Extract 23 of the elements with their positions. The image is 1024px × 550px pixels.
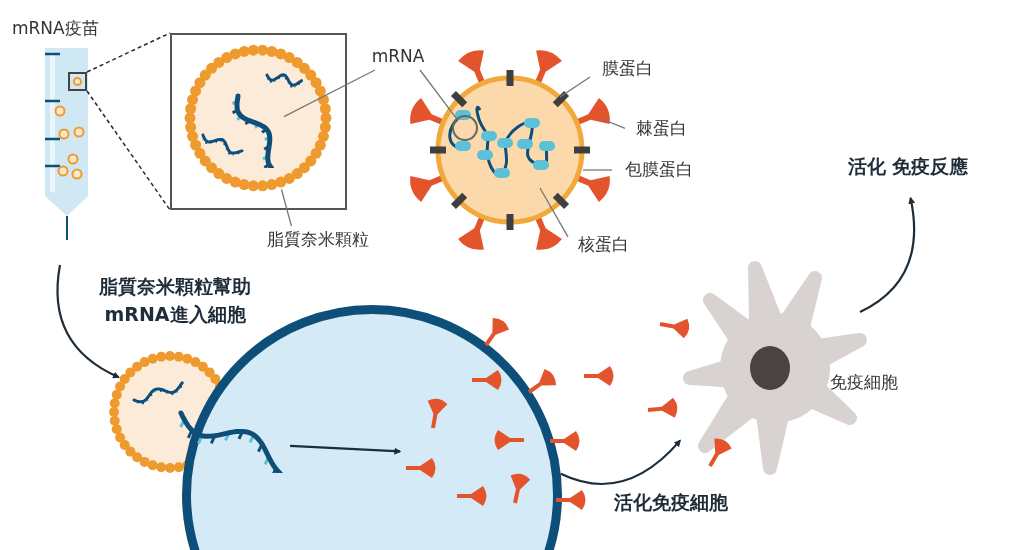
leader-line [601,118,626,130]
step-caption: 活化 免疫反應 [847,154,969,180]
part-label: 核蛋白 [577,233,629,257]
arrow [56,264,120,379]
part-label: mRNA [371,45,425,69]
arrow [289,444,402,455]
zoom-line [86,32,171,73]
leader-line [283,69,376,118]
step-caption: 脂質奈米顆粒幫助 mRNA進入細胞 [98,274,252,327]
part-label: 棘蛋白 [635,117,687,141]
leader-line [559,76,591,98]
leader-line [280,188,293,227]
zoom-line [86,90,171,211]
cell-label: 免疫細胞 [830,371,898,394]
leader-line [582,169,613,171]
part-label: 脂質奈米顆粒 [267,228,369,252]
arrow [859,196,916,313]
leader-line [539,187,569,238]
leader-line [419,69,457,119]
part-label: 包膜蛋白 [625,158,693,182]
part-label: 膜蛋白 [602,57,653,81]
arrow [560,439,681,485]
vial-title: mRNA疫苗 [12,17,99,40]
